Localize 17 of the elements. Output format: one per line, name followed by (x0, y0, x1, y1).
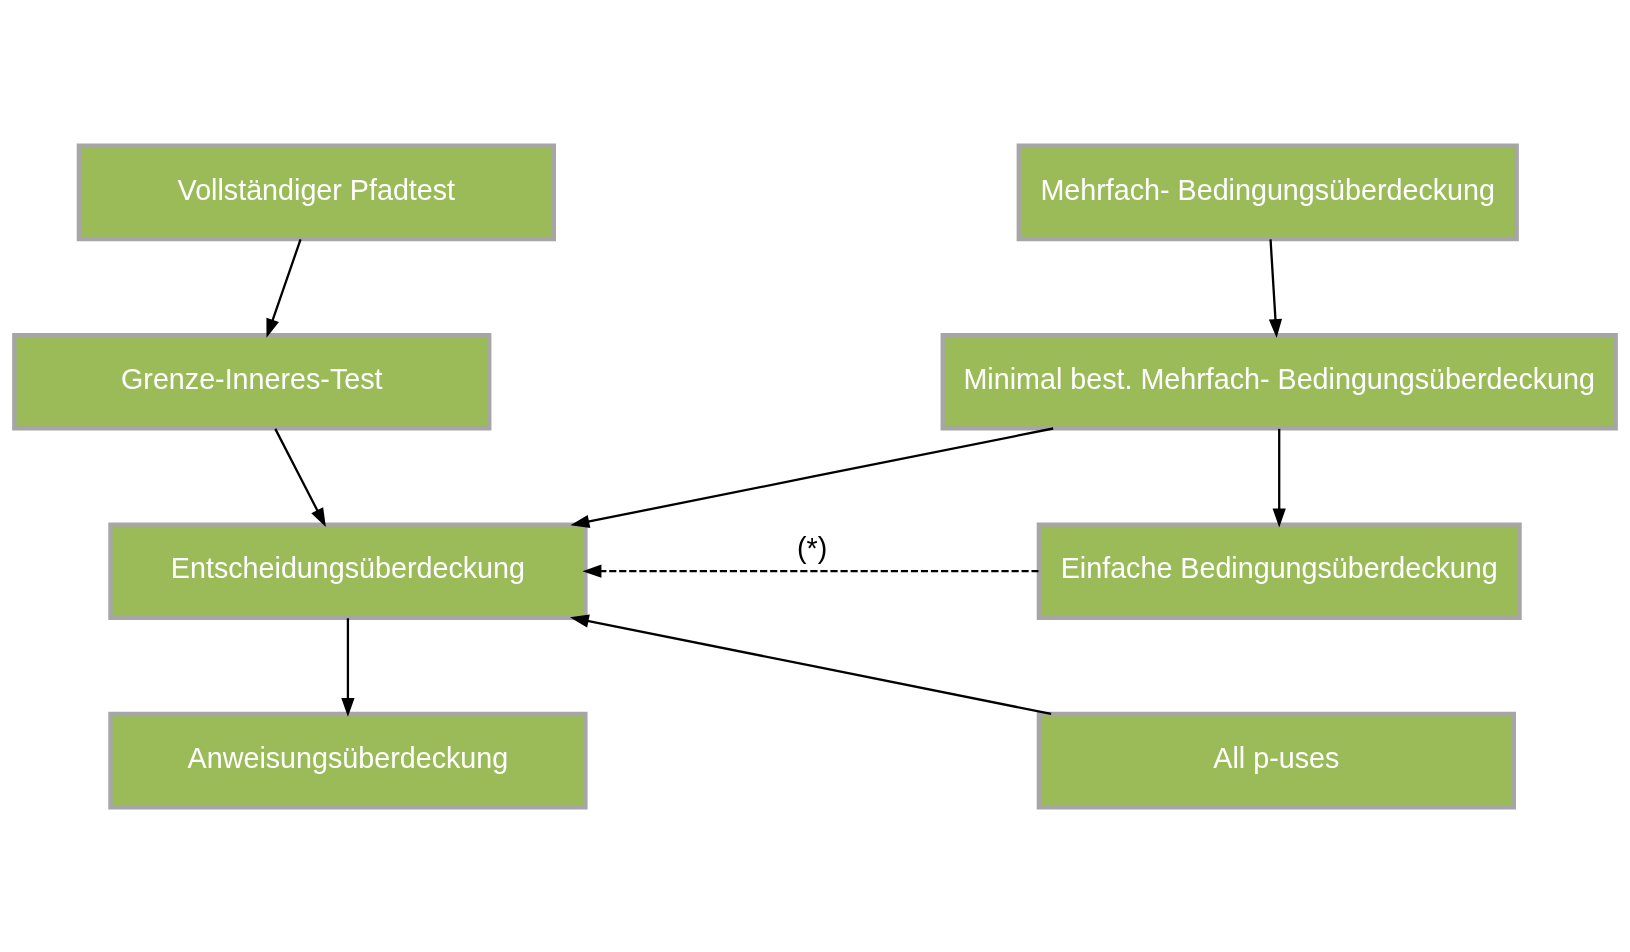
arrow (266, 238, 302, 338)
arrow (569, 613, 1052, 715)
node-box: Vollständiger Pfadtest (76, 143, 556, 241)
node-box: Grenze-Inneres-Test (12, 332, 492, 431)
node-box: Minimal best. Mehrfach- Bedingungsüberdeckung (940, 332, 1618, 431)
node-box: Entscheidungsüberdeckung (108, 521, 588, 620)
arrow (570, 426, 1054, 528)
node-box: Einfache Bedingungsüberdeckung (1036, 521, 1522, 620)
arrow (341, 617, 355, 717)
edge-label: (*) (796, 531, 828, 564)
arrow (274, 427, 326, 527)
node-box: Anweisungsüberdeckung (108, 711, 588, 809)
arrow (1272, 428, 1286, 527)
node-box: All p-uses (1036, 711, 1516, 809)
arrow (582, 564, 1039, 578)
node-box: Mehrfach- Bedingungsüberdeckung (1016, 143, 1519, 241)
arrow (1268, 238, 1283, 338)
